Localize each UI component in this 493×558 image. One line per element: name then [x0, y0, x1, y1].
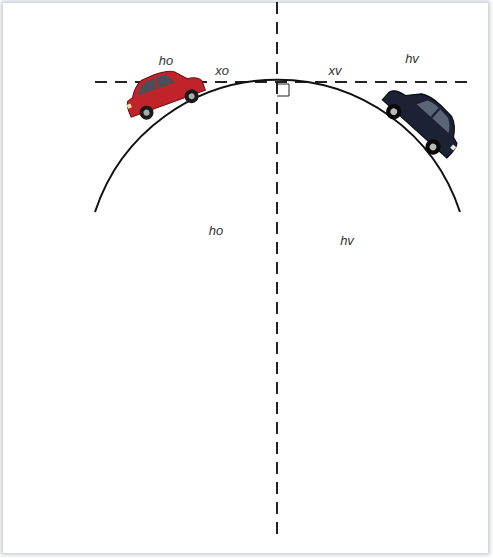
variable-label: hv: [340, 234, 354, 247]
black-car: [376, 74, 470, 165]
variable-label: ho: [209, 224, 223, 237]
red-car: [120, 60, 208, 125]
picture-frame: [3, 3, 488, 553]
variable-label: xv: [329, 64, 342, 77]
variable-label: ho: [159, 54, 173, 67]
variable-label: xo: [215, 64, 229, 77]
variable-label: hv: [405, 52, 419, 65]
right-angle-mark: [277, 84, 289, 96]
